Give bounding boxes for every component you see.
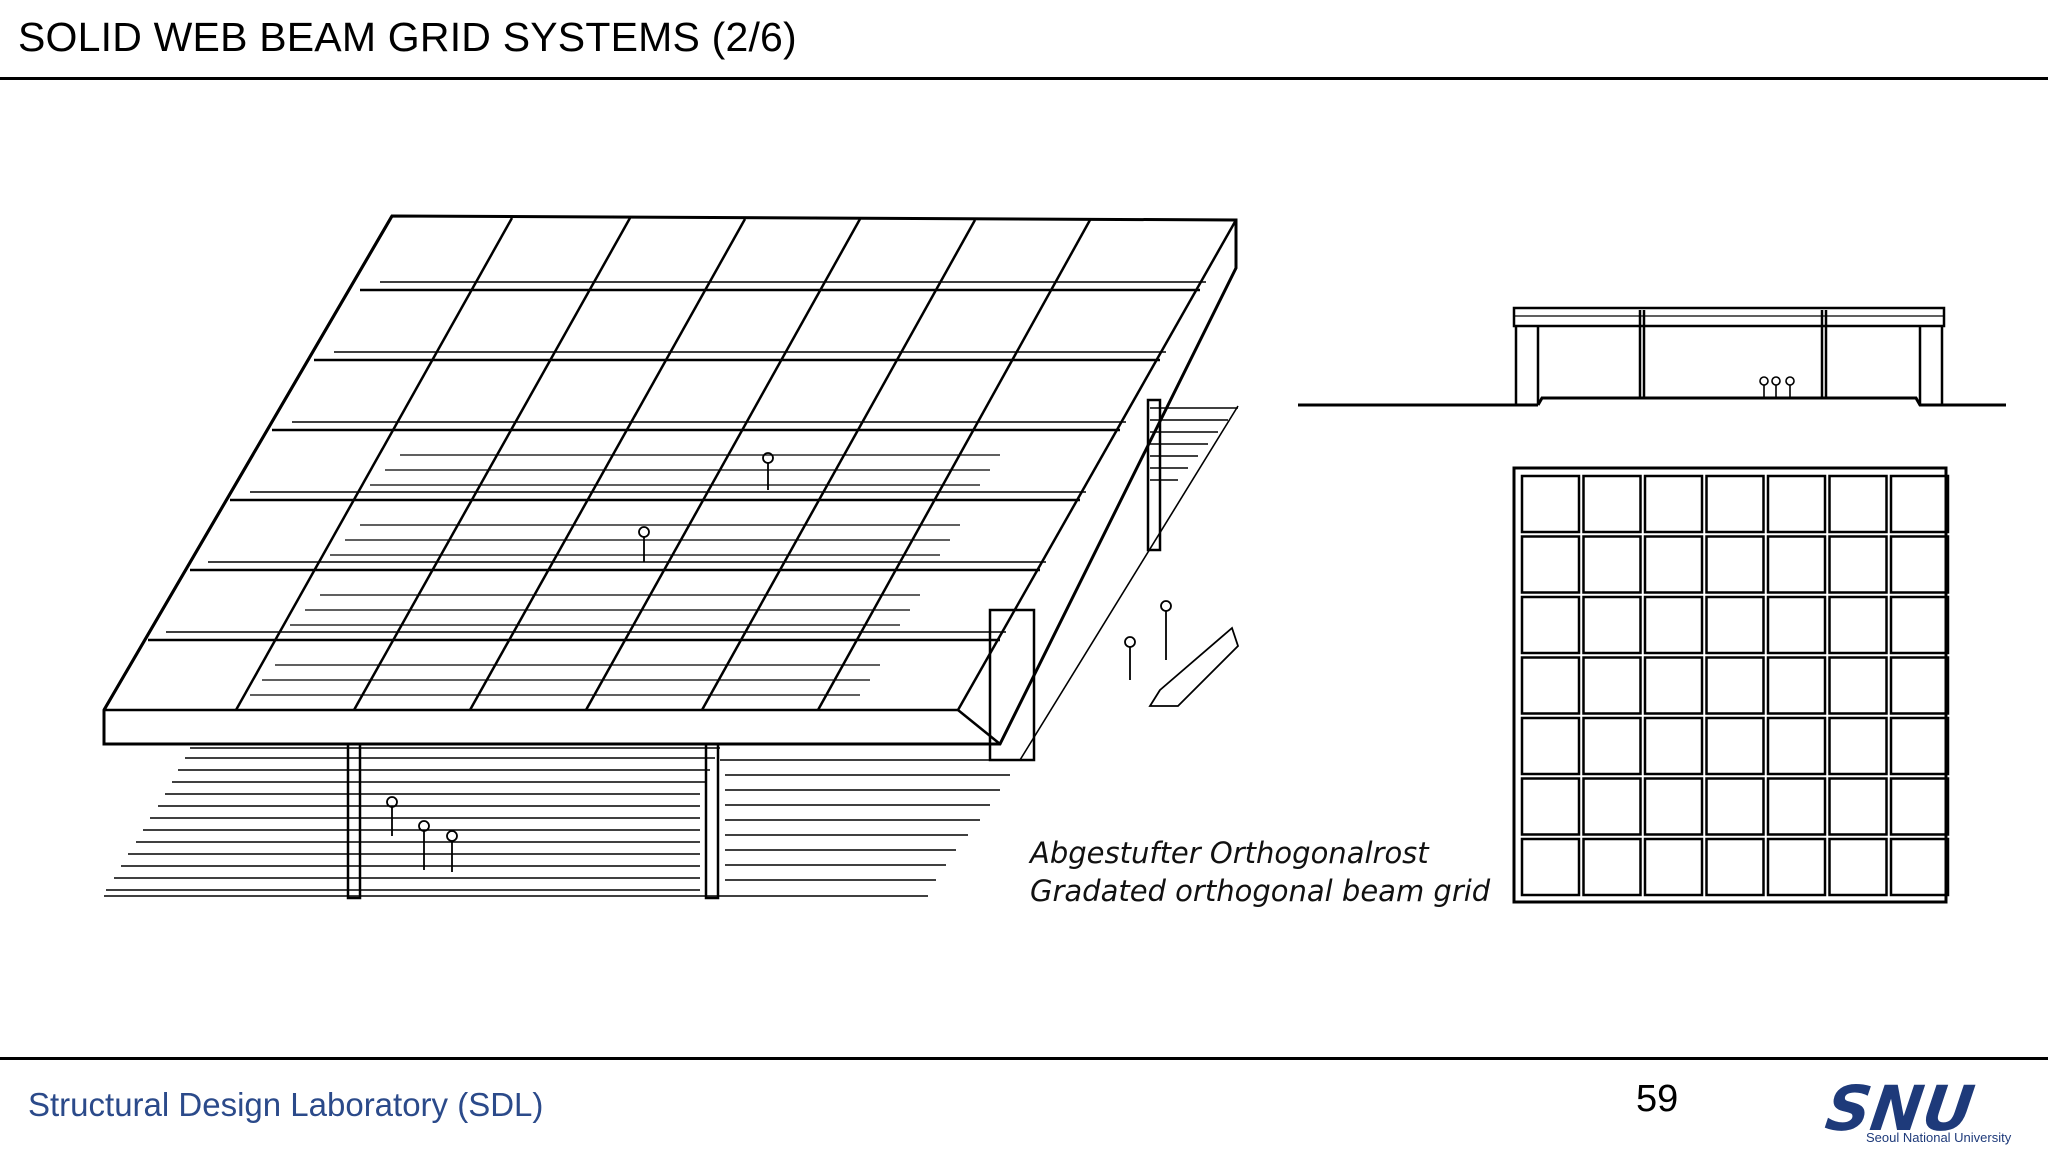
plan-grid-cell [1582, 837, 1642, 897]
footer-lab-name: Structural Design Laboratory (SDL) [28, 1086, 544, 1123]
plan-grid-cell [1705, 716, 1765, 776]
plan-grid-cell [1889, 656, 1950, 715]
footer-rule [0, 1057, 2048, 1060]
plan-grid-cell [1828, 656, 1888, 715]
plan-grid-cell [1766, 777, 1827, 836]
section-view [1298, 306, 2006, 407]
plan-grid-cell [1643, 716, 1704, 776]
plan-view [1512, 466, 1950, 904]
slide-title: SOLID WEB BEAM GRID SYSTEMS (2/6) [18, 14, 797, 60]
plan-grid-cell [1889, 474, 1950, 534]
plan-grid-cell [1828, 474, 1888, 534]
plan-grid-cell [1582, 716, 1642, 776]
plan-grid-cell [1889, 535, 1950, 594]
plan-grid-cell [1582, 777, 1642, 836]
plan-grid-cell [1582, 595, 1642, 655]
plan-grid-cell [1643, 777, 1704, 836]
plan-grid-cell [1520, 777, 1581, 836]
plan-grid-cell [1705, 837, 1765, 897]
snu-logo-subtitle: Seoul National University [1866, 1130, 2012, 1145]
plan-grid-cell [1520, 716, 1581, 776]
plan-grid-cell [1520, 656, 1581, 715]
plan-grid-cell [1643, 474, 1704, 534]
plan-grid-cell [1643, 656, 1704, 715]
plan-grid-cell [1766, 656, 1827, 715]
plan-grid-cell [1889, 837, 1950, 897]
plan-grid-cell [1520, 837, 1581, 897]
plan-grid-cell [1705, 777, 1765, 836]
plan-grid-cell [1828, 837, 1888, 897]
caption-english: Gradated orthogonal beam grid [1030, 874, 1491, 908]
plan-grid-cell [1766, 716, 1827, 776]
header-rule [0, 77, 2048, 80]
plan-grid-cell [1766, 595, 1827, 655]
plan-grid-cell [1582, 535, 1642, 594]
plan-grid-cell [1828, 716, 1888, 776]
plan-grid-cell [1828, 595, 1888, 655]
plan-grid-cell [1828, 535, 1888, 594]
plan-grid-cell [1520, 535, 1581, 594]
plan-grid-cell [1582, 474, 1642, 534]
plan-grid-cell [1766, 474, 1827, 534]
plan-grid-cell [1766, 837, 1827, 897]
caption-german: Abgestufter Orthogonalrost [1030, 836, 1429, 870]
snu-logo-mark: SNU [1824, 1072, 1979, 1145]
page-number: 59 [1636, 1078, 1679, 1120]
plan-grid-cell [1643, 535, 1704, 594]
plan-grid-cell [1766, 535, 1827, 594]
snu-logo-icon: SNU [1824, 1072, 1979, 1145]
plan-grid-cell [1889, 777, 1950, 836]
plan-grid-cell [1520, 595, 1581, 655]
plan-grid-cell [1889, 716, 1950, 776]
plan-grid-cell [1889, 595, 1950, 655]
plan-grid-cell [1582, 656, 1642, 715]
plan-grid-cell [1705, 474, 1765, 534]
perspective-drawing [102, 214, 1240, 900]
beam-grid-illustration [102, 214, 2006, 904]
plan-grid-cell [1705, 656, 1765, 715]
plan-grid-cell [1520, 474, 1581, 534]
plan-grid-cell [1705, 595, 1765, 655]
plan-grid-cell [1643, 595, 1704, 655]
plan-grid-cell [1828, 777, 1888, 836]
plan-grid-cell [1643, 837, 1704, 897]
plan-grid-cell [1705, 535, 1765, 594]
